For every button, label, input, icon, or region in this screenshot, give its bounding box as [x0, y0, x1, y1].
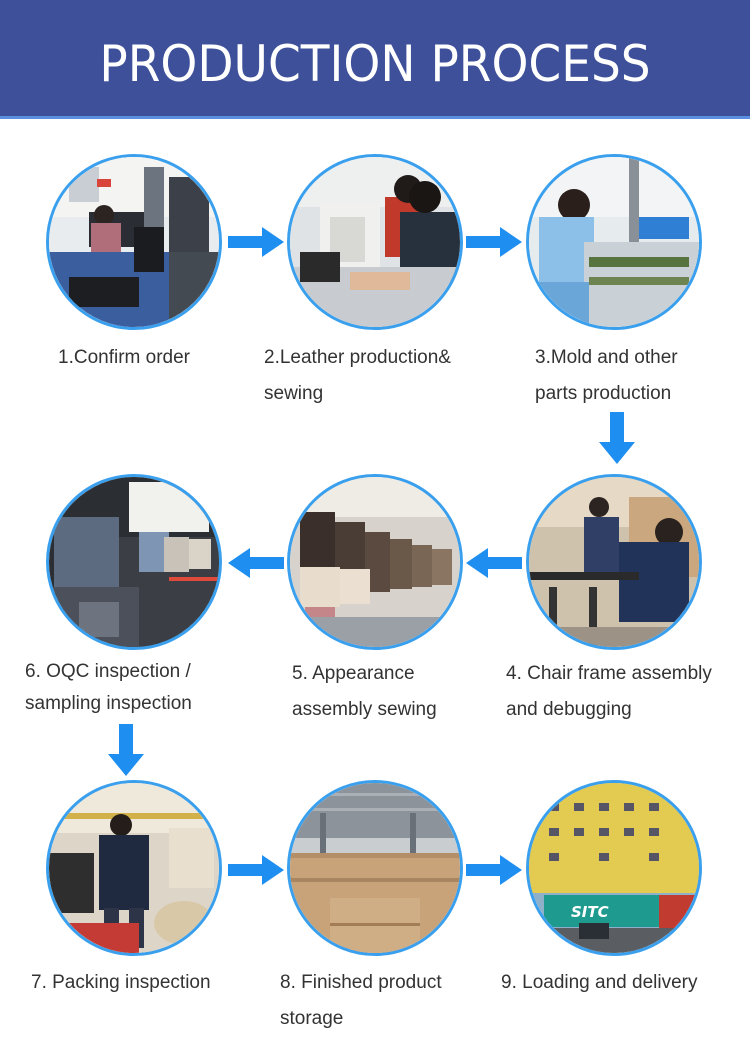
arrow-left-icon [228, 548, 284, 578]
arrow-right-icon [466, 855, 522, 885]
arrow-right-icon [466, 227, 522, 257]
step-9-label: 9. Loading and delivery [501, 972, 698, 993]
arrow-left-icon [466, 548, 522, 578]
arrow-right-icon [228, 855, 284, 885]
truck-logo-text: SITC [571, 903, 609, 921]
step-1-photo [46, 154, 222, 330]
step-4-photo [526, 474, 702, 650]
header-divider [0, 116, 750, 119]
step-6-photo [46, 474, 222, 650]
step-2-label: 2.Leather production&sewing [264, 347, 451, 404]
arrow-right-icon [228, 227, 284, 257]
step-9-photo: SITC [526, 780, 702, 956]
step-2-photo [287, 154, 463, 330]
arrow-down-icon [599, 412, 635, 464]
page-title: PRODUCTION PROCESS [99, 35, 651, 93]
step-6-label: 6. OQC inspection /sampling inspection [25, 661, 192, 714]
step-7-label: 7. Packing inspection [31, 972, 211, 993]
step-1-label: 1.Confirm order [58, 347, 190, 368]
header-banner [0, 0, 750, 116]
step-3-photo [526, 154, 702, 330]
arrow-down-icon [108, 724, 144, 776]
step-7-photo [46, 780, 222, 956]
step-5-photo [287, 474, 463, 650]
step-8-photo [287, 780, 463, 956]
